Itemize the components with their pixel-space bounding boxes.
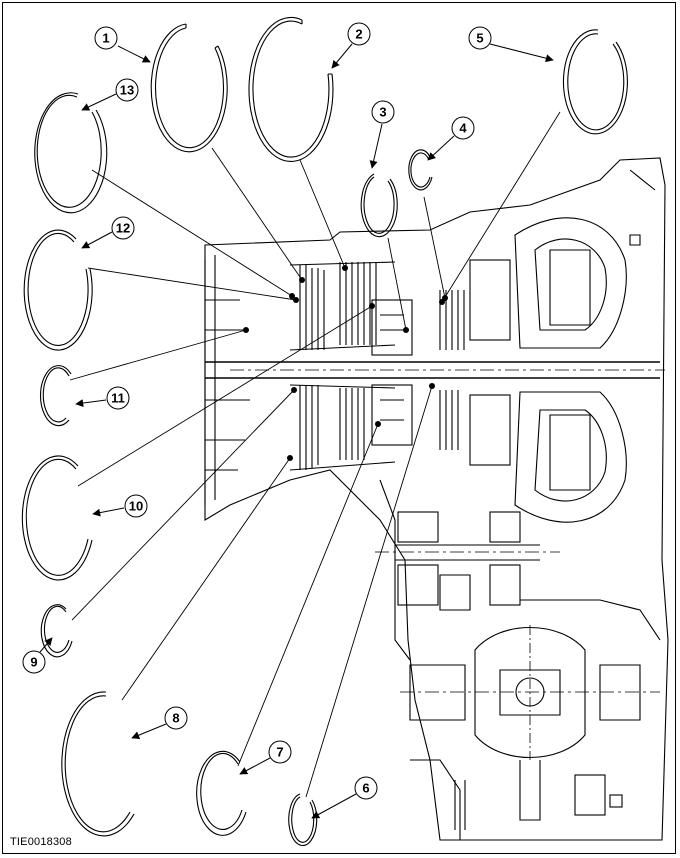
callout-arrow-7 <box>239 757 271 775</box>
leader-line-4 <box>423 196 446 299</box>
callout-arrow-13 <box>81 93 117 111</box>
clutch-pack-upper <box>289 261 396 351</box>
leader-line-2 <box>299 159 346 269</box>
right-clutch-assembly <box>439 259 511 466</box>
leader-dot-3 <box>403 327 409 333</box>
leader-dot-12 <box>293 297 299 303</box>
snap-ring-2 <box>248 16 334 163</box>
callout-number-12: 12 <box>116 221 130 236</box>
leader-dot-2 <box>342 265 348 271</box>
leader-dot-9 <box>291 387 297 393</box>
callout-1: 1 <box>94 26 118 50</box>
callout-8: 8 <box>164 706 188 730</box>
callout-number-1: 1 <box>102 31 109 46</box>
torque-converter <box>514 217 641 523</box>
snap-ring-9 <box>40 604 73 658</box>
transmission-housing <box>204 157 669 841</box>
leader-dot-5 <box>439 299 445 305</box>
main-shaft <box>205 361 665 379</box>
planetary-gearset <box>371 299 413 446</box>
snap-ring-12 <box>23 229 93 351</box>
transfer-shaft <box>375 511 560 611</box>
leader-line-5 <box>441 111 561 303</box>
snap-ring-11 <box>40 365 72 427</box>
snap-ring-6 <box>288 793 318 847</box>
leader-line-6 <box>305 385 433 798</box>
leader-lines <box>69 111 561 798</box>
leader-dot-10 <box>369 303 375 309</box>
callout-6: 6 <box>354 776 378 800</box>
leader-line-8 <box>121 457 291 701</box>
callout-arrow-4 <box>427 135 455 161</box>
callout-arrow-12 <box>81 231 113 249</box>
leader-line-1 <box>211 147 303 281</box>
callout-number-9: 9 <box>30 655 37 670</box>
snap-ring-7 <box>196 750 247 836</box>
clutch-pack-lower <box>289 384 396 471</box>
leader-line-10 <box>77 305 373 487</box>
callout-number-6: 6 <box>362 781 369 796</box>
callout-13: 13 <box>115 78 139 102</box>
snap-ring-4 <box>408 149 433 191</box>
snap-rings <box>21 16 628 847</box>
leader-line-3 <box>387 237 407 331</box>
snap-ring-8 <box>61 691 135 837</box>
callout-arrow-11 <box>75 399 107 408</box>
callout-arrow-2 <box>331 43 353 69</box>
callout-number-3: 3 <box>379 105 386 120</box>
callout-arrow-6 <box>311 793 357 819</box>
callout-arrow-3 <box>369 123 383 169</box>
leader-line-7 <box>237 423 379 767</box>
snap-ring-10 <box>21 455 93 581</box>
callout-arrow-1 <box>117 45 151 63</box>
callout-arrows <box>39 43 554 819</box>
callout-9: 9 <box>22 650 46 674</box>
differential <box>400 625 660 830</box>
snap-ring-3 <box>360 173 398 238</box>
callout-arrow-10 <box>92 507 125 517</box>
leader-line-11 <box>69 329 247 381</box>
figure-id-label: TIE0018308 <box>10 836 72 848</box>
callout-4: 4 <box>451 116 475 140</box>
leader-dot-6 <box>429 383 435 389</box>
leader-endpoints <box>243 265 448 461</box>
callout-number-8: 8 <box>172 711 179 726</box>
callout-number-11: 11 <box>111 391 125 406</box>
callout-arrow-9 <box>39 637 53 653</box>
callout-5: 5 <box>468 26 492 50</box>
callout-10: 10 <box>124 494 148 518</box>
callout-7: 7 <box>268 740 292 764</box>
callout-arrow-8 <box>131 723 167 739</box>
snap-ring-5 <box>562 29 628 135</box>
leader-dot-1 <box>299 277 305 283</box>
callout-number-10: 10 <box>129 499 143 514</box>
leader-dot-13 <box>289 293 295 299</box>
callouts: 1 2 3 4 5 6 7 <box>22 22 492 800</box>
snap-ring-1 <box>150 23 228 153</box>
leader-line-9 <box>71 389 295 621</box>
callout-number-5: 5 <box>476 31 483 46</box>
callout-number-2: 2 <box>355 27 362 42</box>
callout-2: 2 <box>347 22 371 46</box>
leader-dot-11 <box>243 327 249 333</box>
leader-line-12 <box>87 267 297 301</box>
callout-12: 12 <box>111 216 135 240</box>
callout-arrow-5 <box>489 43 554 63</box>
callout-3: 3 <box>371 100 395 124</box>
leader-dot-8 <box>287 455 293 461</box>
leader-line-13 <box>91 169 293 297</box>
callout-number-7: 7 <box>276 745 283 760</box>
snap-ring-13 <box>34 92 108 214</box>
callout-number-4: 4 <box>459 121 467 136</box>
callout-number-13: 13 <box>120 83 134 98</box>
leader-dot-7 <box>375 421 381 427</box>
callout-11: 11 <box>106 386 130 410</box>
